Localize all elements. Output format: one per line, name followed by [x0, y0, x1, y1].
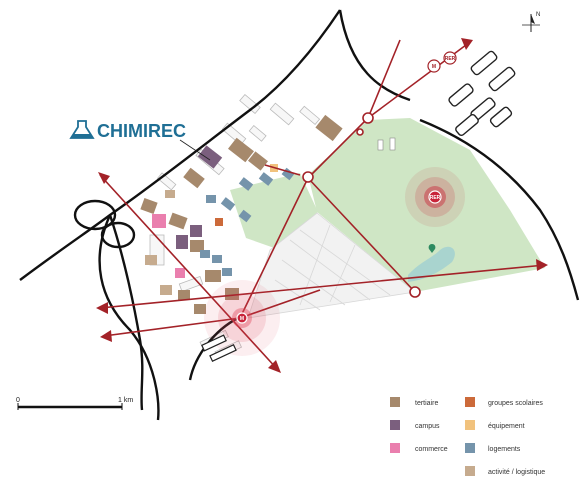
legend-item-groupes-scolaires: groupes scolaires — [465, 397, 543, 407]
future-rer-label: RER — [445, 56, 456, 62]
building-cluster-northeast — [448, 50, 516, 137]
legend-item-logements: logements — [465, 443, 521, 453]
flask-icon — [69, 120, 95, 139]
north-label: N — [536, 12, 540, 18]
svg-text:tertiaire: tertiaire — [415, 400, 438, 407]
logo-leader-line — [179, 139, 211, 161]
interchange — [73, 199, 136, 249]
legend-item-campus: campus — [390, 420, 440, 430]
future-rer-badge: RER — [443, 51, 457, 65]
scale-bar: 0 1 km — [16, 397, 133, 410]
axis-arrowheads — [96, 38, 548, 373]
svg-text:commerce: commerce — [415, 446, 448, 453]
metro-station-badge: M — [236, 312, 248, 324]
legend-item-equipement: équipement — [465, 420, 525, 430]
chimirec-logo: CHIMIREC — [69, 120, 186, 141]
residential-grid — [247, 212, 416, 319]
building-cluster-south — [201, 334, 237, 363]
rer-label: RER — [430, 195, 441, 201]
land-use-blocks — [140, 114, 343, 314]
axis-nodes — [302, 112, 421, 298]
legend-item-activite-logistique: activité / logistique — [465, 466, 545, 476]
future-metro-label: M — [432, 64, 436, 70]
svg-text:campus: campus — [415, 423, 440, 430]
logo-name: CHIMIREC — [97, 121, 186, 141]
legend-item-commerce: commerce — [390, 443, 448, 453]
rer-station-badge: RER — [428, 190, 442, 204]
tower-icons — [377, 137, 396, 151]
scale-end-label: 1 km — [118, 397, 133, 404]
legend-item-tertiaire: tertiaire — [390, 397, 438, 407]
development-axes — [99, 39, 546, 371]
highways — [19, 9, 580, 421]
water-pond — [408, 246, 455, 282]
svg-text:équipement: équipement — [488, 423, 525, 430]
scale-start-label: 0 — [16, 397, 20, 404]
svg-text:logements: logements — [488, 446, 521, 453]
future-metro-badge: M — [427, 59, 441, 73]
park-marker-icon — [428, 244, 436, 253]
legend: tertiaire campus commerce groupes scolai… — [390, 397, 545, 476]
north-arrow: N — [522, 12, 540, 32]
svg-text:activité / logistique: activité / logistique — [488, 469, 545, 476]
svg-text:groupes scolaires: groupes scolaires — [488, 400, 543, 407]
green-space-east — [308, 118, 545, 292]
metro-label: M — [240, 316, 244, 322]
